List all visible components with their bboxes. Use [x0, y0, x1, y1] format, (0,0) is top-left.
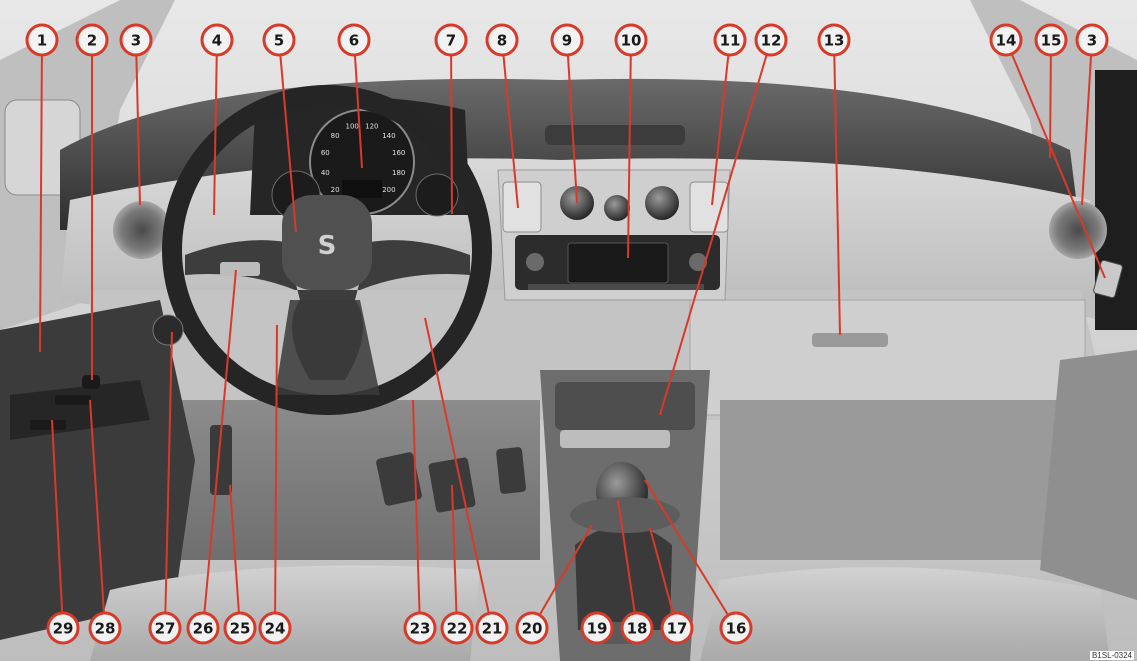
- speedometer-mark: 160: [392, 149, 405, 157]
- top-callout-10: 10: [616, 25, 646, 55]
- top-callout-5: 5: [264, 25, 294, 55]
- speedometer-mark: 40: [321, 169, 330, 177]
- top-callout-12: 12: [756, 25, 786, 55]
- accelerator-pedal: [496, 447, 527, 494]
- bottom-callout-5: 25: [225, 613, 255, 643]
- top-callout-1: 1: [27, 25, 57, 55]
- callout-number: 26: [193, 620, 214, 638]
- passenger-footwell: [720, 400, 1080, 560]
- right-air-vent: [1049, 201, 1107, 259]
- callout-number: 3: [1087, 32, 1097, 50]
- callout-number: 12: [761, 32, 782, 50]
- hvac-knob-right: [645, 186, 679, 220]
- window-switch-29: [30, 420, 66, 430]
- callout-number: 4: [212, 32, 222, 50]
- top-callout-2: 2: [77, 25, 107, 55]
- console-tray: [555, 382, 695, 430]
- callout-number: 27: [155, 620, 176, 638]
- callout-number: 14: [996, 32, 1017, 50]
- callout-number: 28: [95, 620, 116, 638]
- callout-number: 24: [265, 620, 286, 638]
- bottom-callout-4: 26: [188, 613, 218, 643]
- speedometer-mark: 200: [382, 186, 395, 194]
- console-shelf: [560, 430, 670, 448]
- callout-number: 7: [446, 32, 456, 50]
- callout-number: 15: [1041, 32, 1062, 50]
- callout-number: 29: [53, 620, 74, 638]
- bottom-callout-6: 24: [260, 613, 290, 643]
- top-callout-13: 13: [819, 25, 849, 55]
- callout-number: 20: [522, 620, 543, 638]
- top-callout-14: 14: [991, 25, 1021, 55]
- callout-number: 2: [87, 32, 97, 50]
- callout-number: 22: [447, 620, 468, 638]
- cluster-display: [342, 180, 382, 198]
- callout-number: 9: [562, 32, 572, 50]
- speedometer-mark: 120: [365, 122, 378, 130]
- speedometer-mark: 20: [331, 186, 340, 194]
- callout-number: 16: [726, 620, 747, 638]
- wheel-buttons: [220, 262, 260, 276]
- bottom-callout-13: 17: [662, 613, 692, 643]
- callout-number: 21: [482, 620, 503, 638]
- speedometer-mark: 180: [392, 169, 405, 177]
- passenger-seat: [700, 567, 1110, 661]
- top-callout-15: 15: [1036, 25, 1066, 55]
- gear-base: [570, 497, 680, 533]
- hvac-buttons-left: [503, 182, 541, 232]
- bottom-callout-14: 16: [721, 613, 751, 643]
- bottom-callout-7: 23: [405, 613, 435, 643]
- callout-number: 6: [349, 32, 359, 50]
- top-callout-9: 9: [552, 25, 582, 55]
- speedometer-mark: 80: [331, 132, 340, 140]
- bottom-callout-1: 29: [48, 613, 78, 643]
- callout-number: 10: [621, 32, 642, 50]
- glovebox: [690, 300, 1085, 415]
- callout-number: 5: [274, 32, 284, 50]
- top-leader-15: [1050, 40, 1051, 158]
- callout-number: 1: [37, 32, 47, 50]
- callout-number: 3: [131, 32, 141, 50]
- brand-badge: S: [318, 231, 337, 261]
- callout-number: 19: [587, 620, 608, 638]
- bottom-callout-8: 22: [442, 613, 472, 643]
- callout-number: 13: [824, 32, 845, 50]
- radio-preset-strip: [528, 284, 704, 290]
- light-switch: [153, 315, 183, 345]
- callout-number: 17: [667, 620, 688, 638]
- callout-number: 11: [720, 32, 741, 50]
- top-callout-4: 4: [202, 25, 232, 55]
- bottom-callout-11: 19: [582, 613, 612, 643]
- figure-reference-code: B1SL-0324: [1090, 651, 1134, 660]
- top-vent-grille: [545, 125, 685, 145]
- hvac-knob-middle: [604, 195, 630, 221]
- window-switch-28: [55, 395, 91, 405]
- radio-knob-left: [526, 253, 544, 271]
- speedometer-mark: 140: [382, 132, 395, 140]
- top-leader-7: [451, 40, 452, 214]
- top-callout-16: 3: [1077, 25, 1107, 55]
- top-callout-11: 11: [715, 25, 745, 55]
- bottom-callout-12: 18: [622, 613, 652, 643]
- speedometer-mark: 60: [321, 149, 330, 157]
- callout-number: 18: [627, 620, 648, 638]
- bottom-callout-3: 27: [150, 613, 180, 643]
- callout-number: 8: [497, 32, 507, 50]
- callout-number: 23: [410, 620, 431, 638]
- bottom-callout-2: 28: [90, 613, 120, 643]
- top-callout-8: 8: [487, 25, 517, 55]
- top-callout-7: 7: [436, 25, 466, 55]
- callout-number: 25: [230, 620, 251, 638]
- top-callout-6: 6: [339, 25, 369, 55]
- speedometer-mark: 100: [346, 122, 359, 130]
- radio-display: [568, 243, 668, 283]
- bottom-callout-9: 21: [477, 613, 507, 643]
- bottom-callout-10: 20: [517, 613, 547, 643]
- top-callout-3: 3: [121, 25, 151, 55]
- glovebox-handle: [812, 333, 888, 347]
